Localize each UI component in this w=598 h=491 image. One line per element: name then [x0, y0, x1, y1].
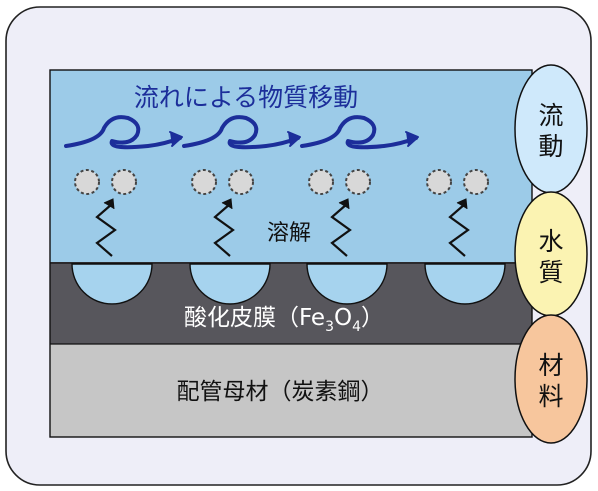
pits	[71, 263, 506, 305]
ion-particle	[191, 169, 217, 195]
factor-labels: 流 動 水 質 材 料	[538, 101, 563, 411]
base-metal-layer	[50, 344, 532, 437]
eddy-arrow-icon	[182, 115, 301, 150]
zigzag-arrow-icon	[95, 198, 117, 257]
pit	[424, 263, 506, 305]
factor-water-line1: 水	[538, 227, 563, 256]
water-region	[50, 70, 532, 262]
factor-water-line2: 質	[538, 258, 563, 287]
ion-particle	[463, 169, 489, 195]
factor-material-ellipse	[514, 314, 588, 444]
factor-flow-line2: 動	[538, 132, 563, 161]
factor-material-line1: 材	[538, 351, 563, 380]
ion-particle	[111, 169, 137, 195]
zigzag-arrow-icon	[448, 198, 470, 257]
factor-flow-line1: 流	[538, 101, 563, 130]
ion-particle	[345, 169, 371, 195]
ion-particle	[426, 169, 452, 195]
dissolution-arrows	[95, 198, 470, 257]
flow-arrows	[64, 115, 419, 150]
ion-particles	[74, 169, 489, 195]
dissolution-label: 溶解	[267, 221, 311, 246]
eddy-arrow-icon	[300, 115, 419, 150]
factor-material-line2: 料	[538, 382, 563, 411]
ion-particle	[74, 169, 100, 195]
flow-title: 流れによる物質移動	[134, 83, 358, 112]
pit	[71, 263, 153, 305]
factor-ellipses	[514, 64, 588, 444]
ion-particle	[308, 169, 334, 195]
oxide-layer-label: 酸化皮膜（Fe3O4）	[184, 305, 384, 335]
eddy-arrow-icon	[64, 115, 183, 150]
pit	[306, 263, 388, 305]
ion-particle	[228, 169, 254, 195]
pit	[189, 263, 271, 305]
base-layer-label: 配管母材（炭素鋼）	[177, 379, 384, 405]
zigzag-arrow-icon	[213, 198, 235, 257]
zigzag-arrow-icon	[330, 198, 352, 257]
